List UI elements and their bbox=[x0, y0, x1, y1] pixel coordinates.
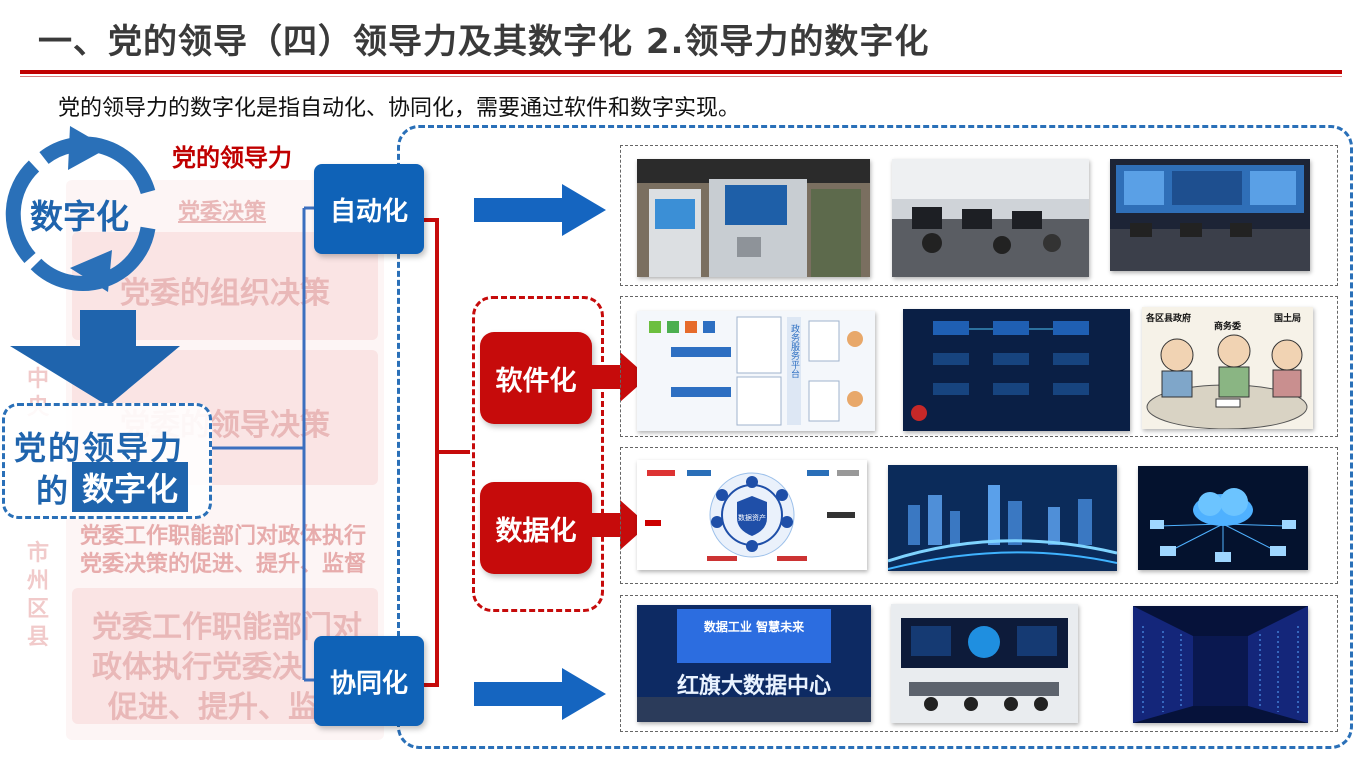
automation-image-row bbox=[620, 145, 1338, 286]
title-divider-thin bbox=[20, 76, 1342, 77]
ghost-side-bottom: 市州区县 bbox=[26, 541, 49, 650]
leadership-label-prefix: 的 bbox=[36, 472, 69, 510]
slide-title: 一、党的领导（四）领导力及其数字化 2.领导力的数字化 bbox=[38, 22, 930, 62]
cloud-network-illustration bbox=[1138, 466, 1308, 570]
self-service-terminal-photo bbox=[637, 159, 870, 277]
ghost-decision: 党委决策 bbox=[178, 200, 267, 225]
data-image-row bbox=[620, 447, 1338, 584]
software-data-group bbox=[472, 296, 604, 612]
ghost-org-decision: 党委的组织决策 bbox=[120, 276, 330, 311]
cycle-arrows-icon bbox=[5, 126, 156, 292]
ghost-big-2: 政体执行党委决 bbox=[92, 650, 302, 685]
hub-center-label: 数据资产 bbox=[738, 513, 766, 522]
collaboration-image-row bbox=[620, 595, 1338, 732]
cartoon-label-3: 国土局 bbox=[1274, 312, 1301, 324]
collaboration-node: 协同化 bbox=[314, 636, 424, 726]
data-node: 数据化 bbox=[480, 482, 592, 574]
server-room-photo bbox=[1133, 606, 1308, 723]
control-room-photo bbox=[1110, 159, 1310, 271]
arrow-right-icon bbox=[474, 184, 606, 236]
cartoon-label-1: 各区县政府 bbox=[1145, 312, 1191, 324]
city-night-skyline-photo bbox=[888, 465, 1117, 571]
cartoon-label-2: 商务委 bbox=[1214, 320, 1242, 332]
slide-subtitle: 党的领导力的数字化是指自动化、协同化，需要通过软件和数字实现。 bbox=[58, 96, 741, 121]
digital-examples-region bbox=[397, 125, 1353, 749]
ghost-promote-1: 党委工作职能部门对政体执行 bbox=[80, 524, 367, 549]
software-image-row bbox=[620, 296, 1338, 437]
stage-top-text: 数据工业 智慧未来 bbox=[704, 619, 805, 634]
county-government-meeting-cartoon: 各区县政府 商务委 国土局 bbox=[1142, 307, 1313, 429]
big-data-center-stage-photo: 数据工业 智慧未来 红旗大数据中心 bbox=[637, 605, 871, 722]
party-leadership-heading: 党的领导力 bbox=[172, 144, 292, 172]
down-arrow-icon bbox=[10, 310, 180, 406]
cycle-label: 数字化 bbox=[30, 197, 129, 236]
leadership-label-line1: 党的领导力 bbox=[14, 429, 185, 467]
automation-node: 自动化 bbox=[314, 164, 424, 254]
ghost-big-3: 促进、提升、监 bbox=[108, 690, 318, 725]
leadership-label-highlight: 数字化 bbox=[72, 462, 189, 512]
title-divider bbox=[20, 70, 1342, 74]
office-workstations-photo bbox=[892, 159, 1089, 277]
digital-dashboard-screen bbox=[903, 309, 1130, 431]
arrow-right-icon bbox=[474, 668, 606, 720]
stage-banner-text: 红旗大数据中心 bbox=[677, 673, 831, 699]
data-hub-partner-diagram: 数据资产 bbox=[637, 460, 867, 570]
government-service-platform-diagram: 政务服务平台 bbox=[637, 311, 875, 431]
ghost-promote-2: 党委决策的促进、提升、监督 bbox=[80, 552, 367, 577]
software-node: 软件化 bbox=[480, 332, 592, 424]
platform-title: 政务服务平台 bbox=[789, 323, 800, 379]
monitoring-command-center-photo bbox=[891, 604, 1078, 723]
